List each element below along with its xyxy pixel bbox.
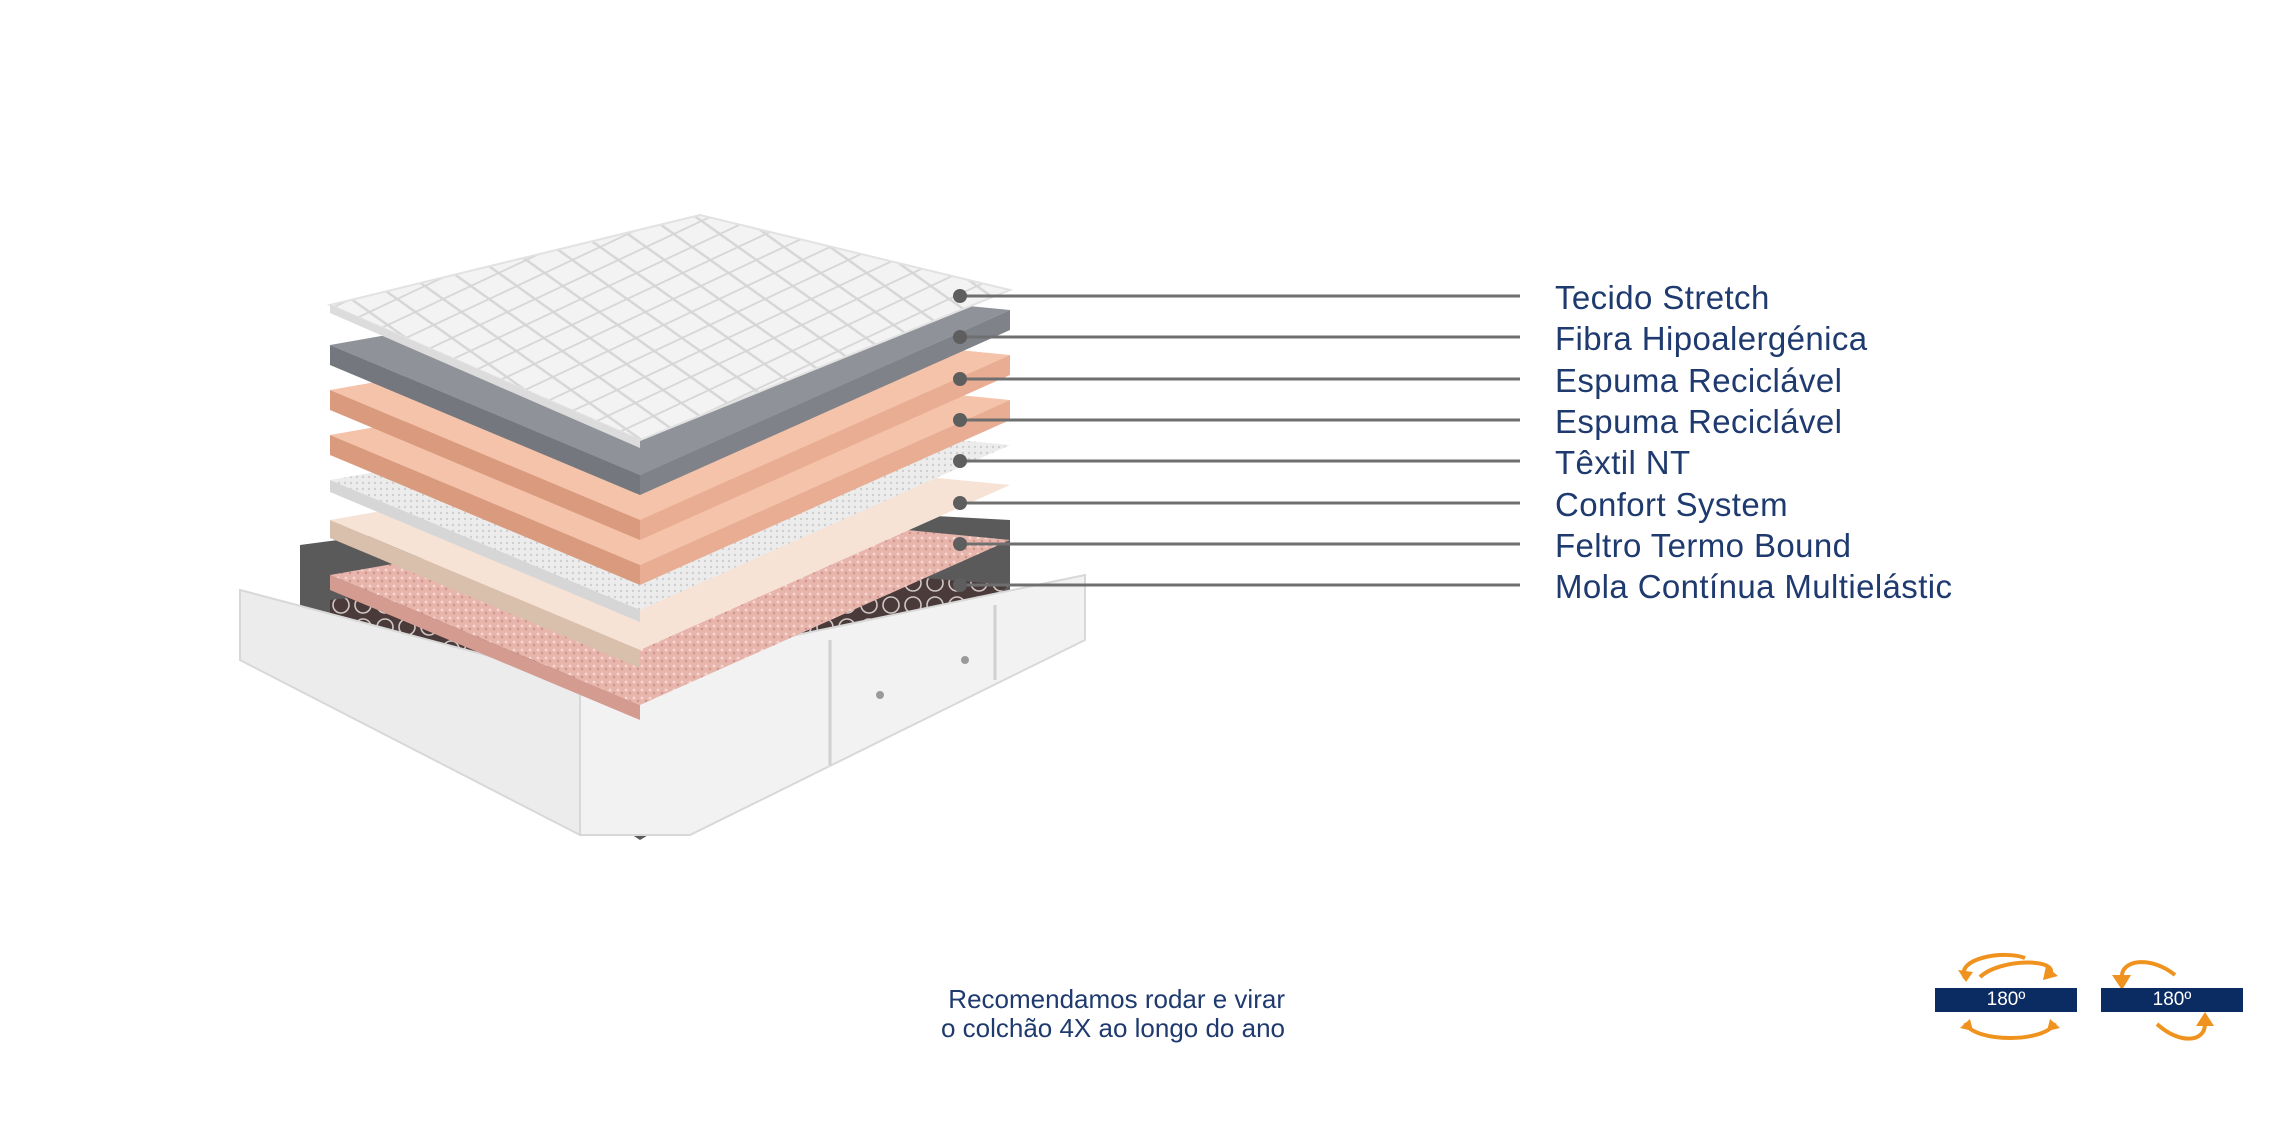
layer-tecido <box>326 213 1014 448</box>
leader-dot <box>953 537 967 551</box>
flip-vertical-icon <box>2112 960 2214 1041</box>
layer-label: Tecido Stretch <box>1555 279 1770 316</box>
layer-label: Têxtil NT <box>1555 444 1691 481</box>
layer-label: Fibra Hipoalergénica <box>1555 320 1868 357</box>
layer-label: Mola Contínua Multielástic <box>1555 568 1953 605</box>
leader-dot <box>953 413 967 427</box>
layer-label: Espuma Reciclável <box>1555 403 1843 440</box>
leader-dot <box>953 330 967 344</box>
leader-lines <box>953 289 1520 592</box>
leader-dot <box>953 496 967 510</box>
recommendation-line-1: Recomendamos rodar e virar <box>948 984 1285 1014</box>
leader-dot <box>953 372 967 386</box>
layer-label: Confort System <box>1555 486 1789 523</box>
leader-dot <box>953 578 967 592</box>
recommendation-line-2: o colchão 4X ao longo do ano <box>940 1013 1285 1043</box>
leader-dot <box>953 454 967 468</box>
leader-dot <box>953 289 967 303</box>
rotate-horizontal-icon <box>1958 953 2060 1040</box>
layer-label: Feltro Termo Bound <box>1555 527 1852 564</box>
rotation-recommendation: Recomendamos rodar e virar o colchão 4X … <box>941 985 1285 1043</box>
rotation-badge-horizontal: 180º <box>1935 988 2077 1012</box>
layer-label: Espuma Reciclável <box>1555 362 1843 399</box>
rotation-badge-vertical: 180º <box>2101 988 2243 1012</box>
